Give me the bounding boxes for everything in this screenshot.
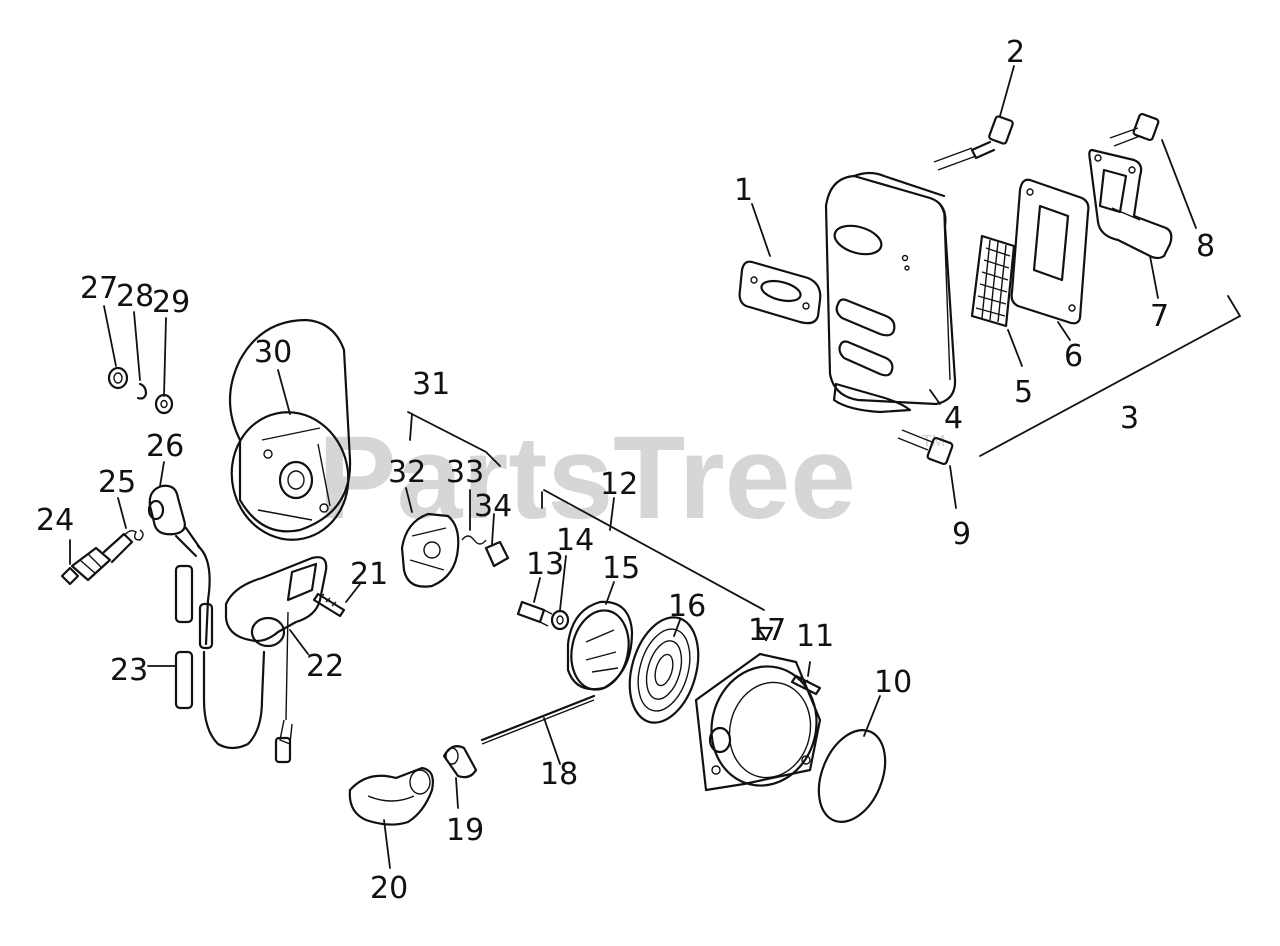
clutch-part-34	[484, 540, 510, 568]
callout-5: 5	[1014, 375, 1033, 410]
callout-31: 31	[412, 367, 450, 402]
muffler-gasket	[738, 260, 822, 325]
grommet-19	[442, 745, 478, 779]
callout-34: 34	[474, 489, 512, 524]
screen-5	[970, 234, 1016, 328]
callout-23: 23	[110, 653, 148, 688]
callout-21: 21	[350, 557, 388, 592]
callout-26: 26	[146, 429, 184, 464]
callout-3: 3	[1120, 401, 1139, 436]
clutch-spring-33	[461, 535, 487, 545]
tube-23	[174, 564, 194, 710]
ignition-wire	[196, 544, 266, 750]
callout-2: 2	[1006, 35, 1025, 70]
callout-17: 17	[748, 613, 786, 648]
o-ring-10	[817, 728, 887, 824]
callout-16: 16	[668, 589, 706, 624]
screw-11	[790, 674, 822, 696]
callout-30: 30	[254, 335, 292, 370]
watermark-text: PartsTree	[318, 412, 856, 544]
callout-19: 19	[446, 813, 484, 848]
callout-32: 32	[388, 455, 426, 490]
ignition-coil-22	[224, 556, 328, 764]
callout-14: 14	[556, 523, 594, 558]
bracket-7	[1088, 148, 1173, 260]
assembly-brackets	[407, 295, 1242, 611]
callout-20: 20	[370, 871, 408, 906]
nut-washer-set	[107, 366, 174, 415]
bolt-13	[516, 600, 553, 627]
bolt-8	[1109, 112, 1160, 147]
callout-27: 27	[80, 271, 118, 306]
plug-cap-26	[147, 484, 202, 558]
washer-14	[550, 609, 570, 631]
leader-lines	[69, 65, 1197, 869]
callout-12: 12	[600, 467, 638, 502]
callout-10: 10	[874, 665, 912, 700]
callout-13: 13	[526, 547, 564, 582]
callout-29: 29	[152, 285, 190, 320]
bolt-9	[897, 429, 954, 466]
callout-11: 11	[796, 619, 834, 654]
callout-18: 18	[540, 757, 578, 792]
muffler-body	[824, 171, 957, 414]
starter-case-17	[694, 626, 822, 792]
gasket-6	[1010, 178, 1090, 325]
starter-handle-20	[348, 766, 434, 826]
callout-7: 7	[1150, 299, 1169, 334]
callout-28: 28	[116, 279, 154, 314]
callout-6: 6	[1064, 339, 1083, 374]
clutch-shoe-31	[400, 512, 460, 588]
callout-numbers: 1 2 3 4 5 6 7 8 9 10 11 12 13 14 15 16 1…	[36, 35, 1215, 906]
callout-22: 22	[306, 649, 344, 684]
callout-4: 4	[944, 401, 963, 436]
starter-rope-18	[480, 694, 596, 745]
pulley-15	[566, 600, 634, 691]
flywheel-30	[228, 318, 352, 541]
callout-25: 25	[98, 465, 136, 500]
callout-15: 15	[602, 551, 640, 586]
watermark: PartsTree TM	[318, 412, 945, 544]
callout-1: 1	[734, 173, 753, 208]
spark-plug-24	[60, 532, 134, 586]
spring-25	[123, 529, 144, 541]
bolt-2	[933, 115, 1014, 171]
callout-8: 8	[1196, 229, 1215, 264]
screw-21	[312, 592, 346, 618]
callout-24: 24	[36, 503, 74, 538]
callout-9: 9	[952, 517, 971, 552]
callout-33: 33	[446, 455, 484, 490]
